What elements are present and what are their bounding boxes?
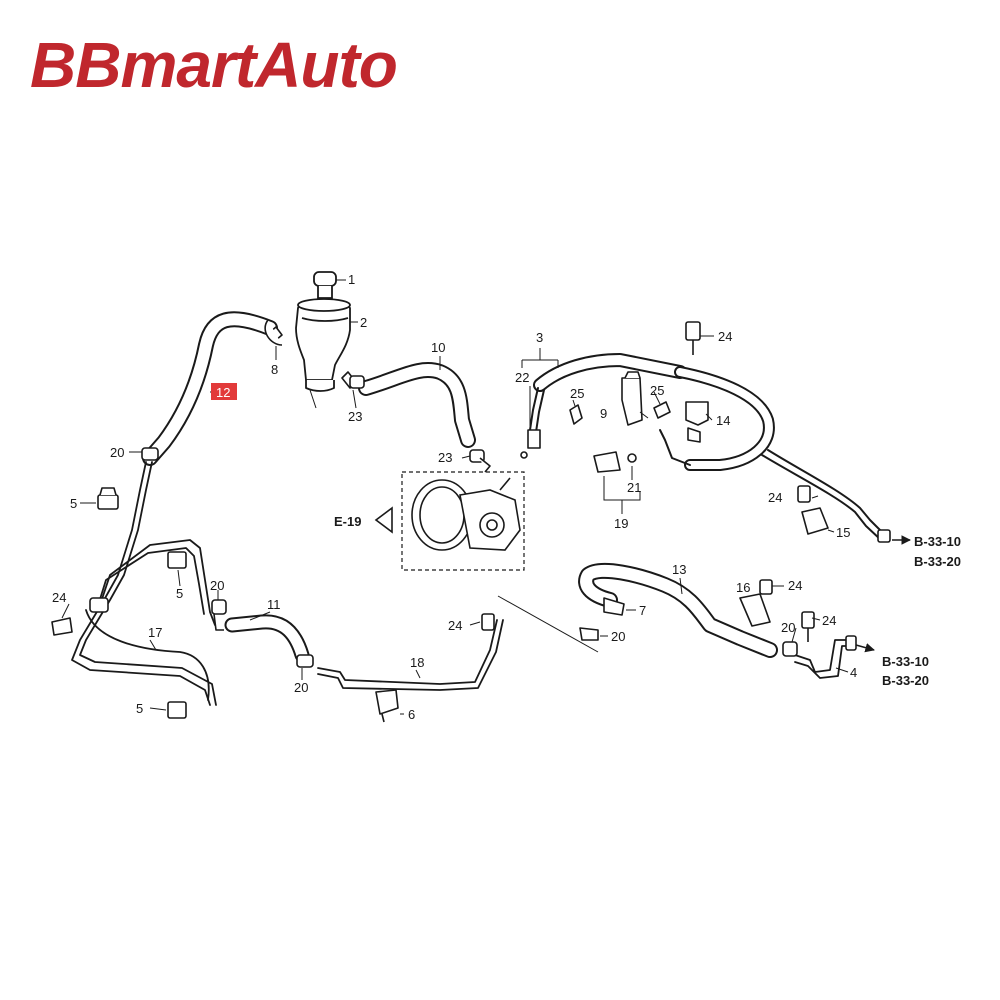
callout-5a: 5 <box>70 496 77 511</box>
pipe-3-pressure <box>529 353 886 541</box>
callout-13: 13 <box>672 562 686 577</box>
b33-bottom-arrow-icon <box>855 643 875 653</box>
callout-8: 8 <box>271 362 278 377</box>
callout-24c: 24 <box>448 618 462 633</box>
callout-9: 9 <box>600 406 607 421</box>
reference-arrows <box>374 506 911 653</box>
callout-24a: 24 <box>718 329 732 344</box>
hose-12-return <box>142 311 278 466</box>
callout-7: 7 <box>639 603 646 618</box>
return-pipe-left <box>71 461 217 706</box>
callout-4: 4 <box>850 665 857 680</box>
callout-3: 3 <box>536 330 543 345</box>
callout-23b: 23 <box>438 450 452 465</box>
pipe-18 <box>317 619 504 691</box>
pipe-17 <box>85 539 216 701</box>
callout-23a: 23 <box>348 409 362 424</box>
callout-1: 1 <box>348 272 355 287</box>
callout-10: 10 <box>431 340 445 355</box>
callout-5c: 5 <box>136 701 143 716</box>
callout-6: 6 <box>408 707 415 722</box>
hose-13 <box>578 562 778 658</box>
callout-2: 2 <box>360 315 367 330</box>
callout-22: 22 <box>515 370 529 385</box>
callout-labels: 1 2 8 12 23 10 3 22 25 9 25 14 24 21 19 … <box>52 272 857 722</box>
ref-e19: E-19 <box>334 514 361 529</box>
pipe-4 <box>794 639 851 679</box>
callout-24f: 24 <box>768 490 782 505</box>
callout-20a: 20 <box>110 445 124 460</box>
callout-25b: 25 <box>650 383 664 398</box>
reservoir-cap-1 <box>313 271 337 299</box>
hose-10 <box>358 362 476 448</box>
callout-12: 12 <box>216 385 230 400</box>
callout-25a: 25 <box>570 386 584 401</box>
part-12-highlight <box>211 383 237 400</box>
e19-arrow-icon <box>374 506 393 534</box>
callout-24b: 24 <box>52 590 66 605</box>
callout-14: 14 <box>716 413 730 428</box>
reference-labels: E-19 B-33-10 B-33-20 B-33-10 B-33-20 <box>334 514 961 688</box>
callout-17: 17 <box>148 625 162 640</box>
callout-21: 21 <box>627 480 641 495</box>
callout-24e: 24 <box>822 613 836 628</box>
callout-11: 11 <box>267 597 281 612</box>
pump-reference-box <box>401 471 525 571</box>
ref-b3320-bottom: B-33-20 <box>882 673 929 688</box>
brand-logo: BBmartAuto <box>30 29 398 101</box>
ref-b3310-bottom: B-33-10 <box>882 654 929 669</box>
callout-24d: 24 <box>788 578 802 593</box>
clamp-components <box>51 319 891 723</box>
hose-11 <box>224 614 310 663</box>
callout-5b: 5 <box>176 586 183 601</box>
callout-15: 15 <box>836 525 850 540</box>
callout-19: 19 <box>614 516 628 531</box>
callout-18: 18 <box>410 655 424 670</box>
callout-16: 16 <box>736 580 750 595</box>
callout-20c: 20 <box>294 680 308 695</box>
power-steering-pump <box>411 477 521 551</box>
callout-20b: 20 <box>210 578 224 593</box>
ref-b3310-top: B-33-10 <box>914 534 961 549</box>
callout-20d: 20 <box>611 629 625 644</box>
ref-b3320-top: B-33-20 <box>914 554 961 569</box>
callout-20e: 20 <box>781 620 795 635</box>
reservoir-tank-2 <box>295 298 351 392</box>
